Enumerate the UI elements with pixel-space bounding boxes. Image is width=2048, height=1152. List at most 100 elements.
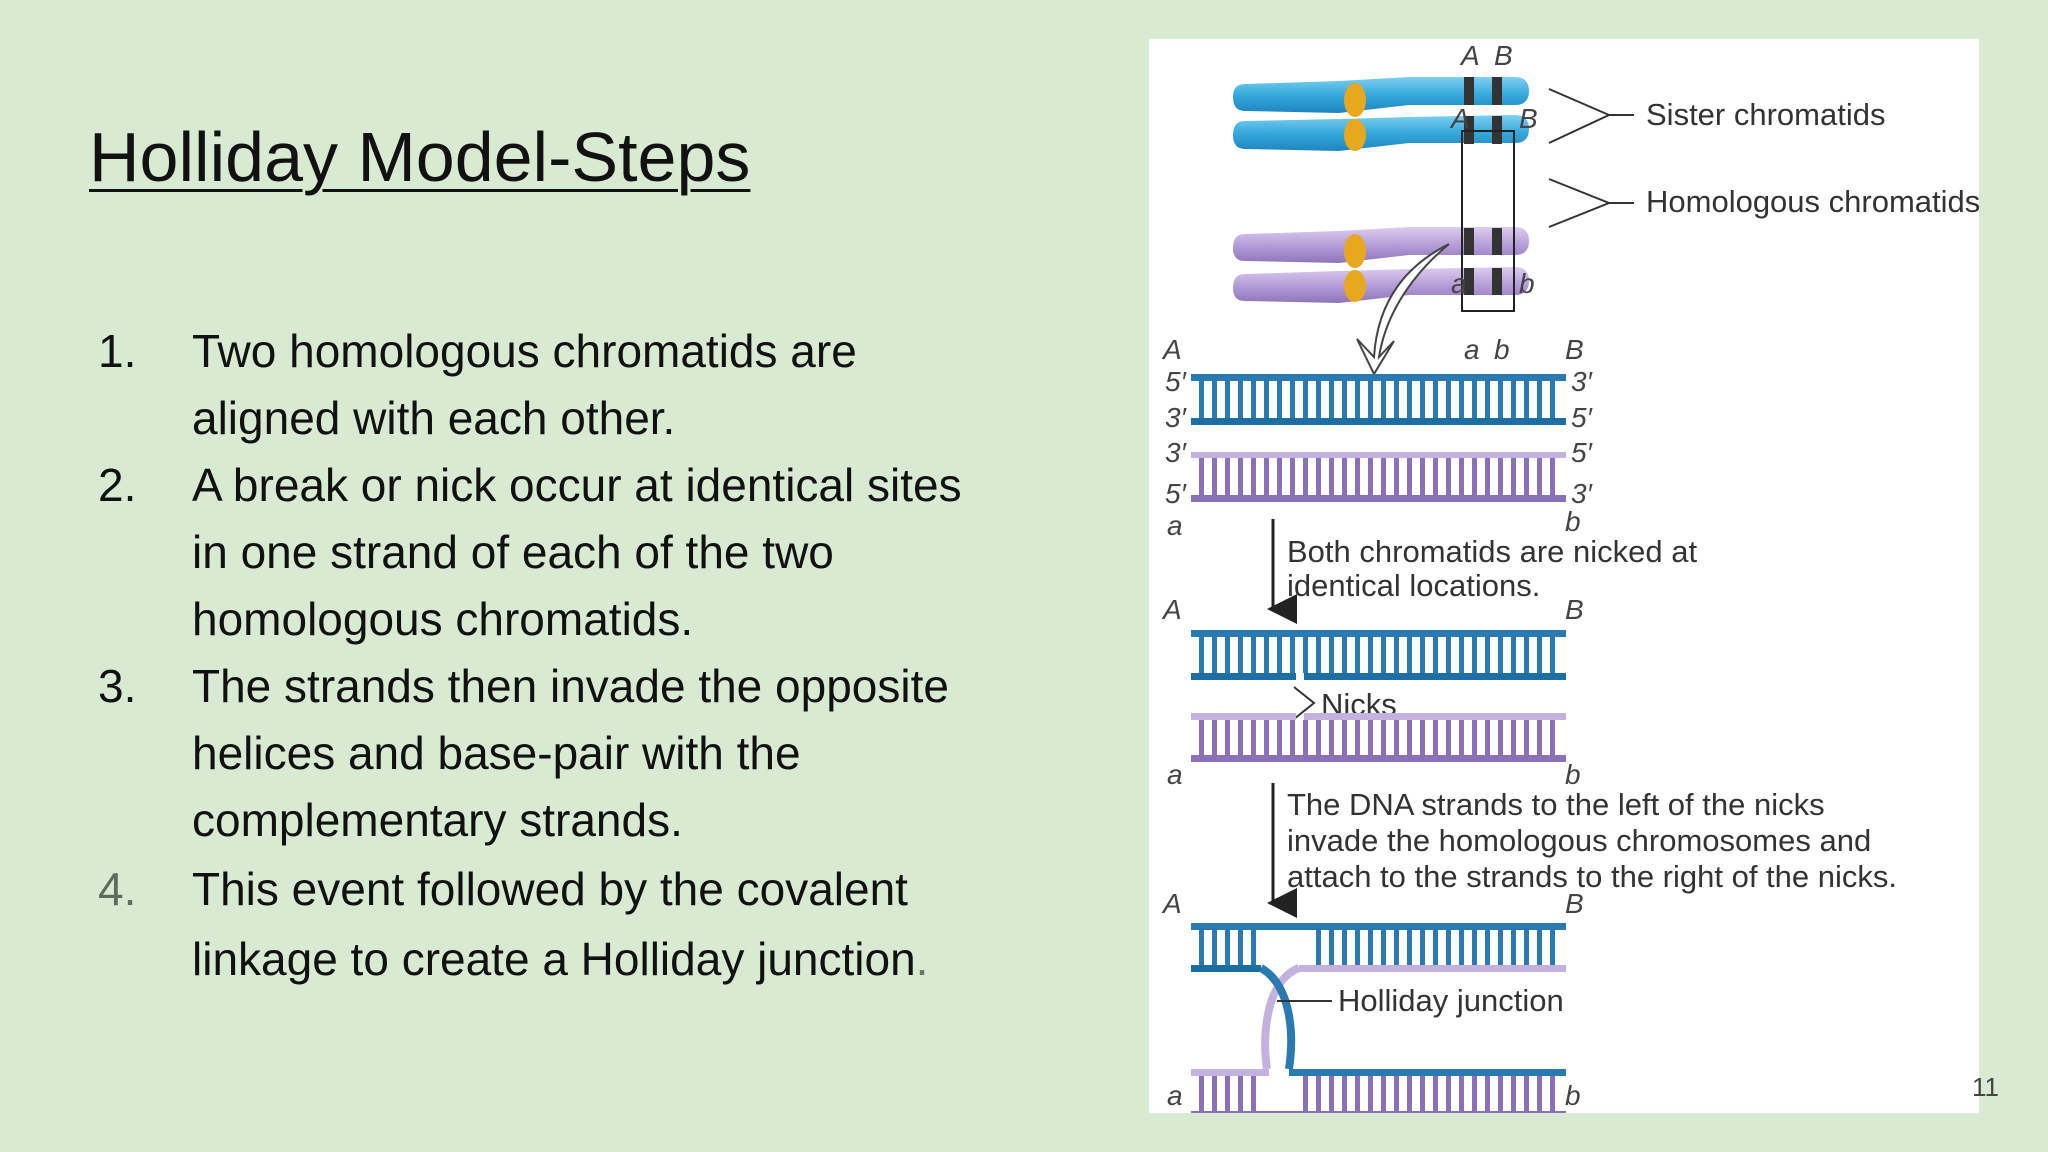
base-pair	[1407, 637, 1412, 673]
centromere	[1344, 119, 1366, 151]
base-pair	[1550, 720, 1555, 755]
homologous-chromatids-label: Homologous chromatids	[1646, 184, 1979, 219]
base-pair	[1329, 637, 1334, 673]
base-pair	[1238, 1076, 1243, 1111]
base-pair	[1446, 381, 1451, 418]
base-pair	[1381, 930, 1386, 965]
base-pair	[1550, 381, 1555, 418]
base-pair	[1381, 1076, 1386, 1111]
base-pair	[1303, 381, 1308, 418]
base-pair	[1199, 637, 1204, 673]
base-pair	[1238, 720, 1243, 755]
crossing-strand-blue	[1258, 964, 1296, 1070]
base-pair	[1199, 930, 1204, 965]
centromere	[1344, 270, 1366, 302]
base-pair	[1277, 637, 1282, 673]
crossing-strand-purple	[1261, 964, 1301, 1070]
step-line: Two homologous chromatids are	[192, 325, 857, 377]
base-pair	[1433, 1076, 1438, 1111]
base-pair	[1394, 720, 1399, 755]
caption-nicked: Both chromatids are nicked at	[1287, 534, 1697, 569]
step-2: 2. A break or nick occur at identical si…	[98, 452, 1058, 653]
allele-A: A	[1449, 103, 1470, 134]
base-pair	[1472, 637, 1477, 673]
allele-a: a	[1167, 759, 1183, 790]
allele-b: b	[1519, 268, 1535, 299]
base-pair	[1511, 637, 1516, 673]
step-line: helices and base-pair with the	[192, 727, 801, 779]
base-pair	[1446, 637, 1451, 673]
purple-duplex-3	[1191, 1069, 1566, 1113]
base-pair	[1433, 637, 1438, 673]
base-pair	[1420, 720, 1425, 755]
base-pair	[1199, 458, 1204, 495]
base-pair	[1277, 720, 1282, 755]
purple-chromatid-bottom	[1233, 267, 1529, 303]
allele-B: B	[1519, 103, 1538, 134]
allele-B: B	[1494, 40, 1513, 71]
allele-b: b	[1565, 506, 1581, 537]
base-pair	[1329, 930, 1334, 965]
base-pair	[1290, 720, 1295, 755]
step-line: A break or nick occur at identical sites	[192, 459, 962, 511]
band	[1492, 77, 1502, 105]
allele-B: B	[1565, 594, 1584, 625]
allele-b: b	[1494, 334, 1510, 365]
curved-arrow	[1356, 243, 1450, 377]
base-pair	[1498, 637, 1503, 673]
blue-chromatid-top	[1233, 77, 1529, 113]
step-line-tail: .	[915, 933, 929, 985]
base-pair	[1394, 637, 1399, 673]
base-pair	[1342, 458, 1347, 495]
base-pair	[1511, 930, 1516, 965]
base-pair	[1199, 1076, 1204, 1111]
base-pair	[1251, 930, 1256, 965]
base-pair	[1485, 720, 1490, 755]
base-pair	[1524, 458, 1529, 495]
base-pair	[1446, 1076, 1451, 1111]
band	[1464, 228, 1474, 255]
base-pair	[1537, 458, 1542, 495]
base-pair	[1472, 458, 1477, 495]
allele-b: b	[1565, 759, 1581, 790]
step-4: 4. This event followed by the covalent l…	[98, 854, 1058, 994]
strand-end: 3′	[1165, 402, 1188, 433]
base-pair	[1459, 381, 1464, 418]
base-pair	[1511, 720, 1516, 755]
base-pair	[1225, 1076, 1230, 1111]
base-pair	[1394, 458, 1399, 495]
blue-duplex-2	[1191, 630, 1566, 680]
step-3: 3. The strands then invade the opposite …	[98, 653, 1058, 854]
base-pair	[1368, 930, 1373, 965]
base-pair	[1264, 381, 1269, 418]
base-pair	[1303, 637, 1308, 673]
base-pair	[1212, 930, 1217, 965]
step-line: The strands then invade the opposite	[192, 660, 949, 712]
base-pair	[1342, 381, 1347, 418]
base-pair	[1316, 458, 1321, 495]
base-pair	[1381, 458, 1386, 495]
base-pair	[1368, 720, 1373, 755]
base-pair	[1485, 930, 1490, 965]
slide-title: Holliday Model-Steps	[89, 118, 751, 196]
base-pair	[1355, 720, 1360, 755]
base-pair	[1446, 458, 1451, 495]
base-pair	[1433, 458, 1438, 495]
base-pair	[1524, 637, 1529, 673]
base-pair	[1511, 381, 1516, 418]
step-number: 2.	[98, 459, 137, 511]
base-pair	[1251, 458, 1256, 495]
band	[1492, 268, 1502, 295]
base-pair	[1251, 1076, 1256, 1111]
base-pair	[1407, 458, 1412, 495]
base-pair	[1550, 637, 1555, 673]
purple-chromosome-pair	[1233, 227, 1529, 303]
base-pairs	[1199, 720, 1555, 755]
holliday-junction-label: Holliday junction	[1338, 983, 1564, 1018]
holliday-diagram: Sister chromatids Homologous chromatids …	[1161, 40, 1979, 1113]
base-pair	[1290, 381, 1295, 418]
base-pair	[1485, 381, 1490, 418]
base-pair	[1225, 458, 1230, 495]
base-pair	[1381, 720, 1386, 755]
base-pair	[1212, 1076, 1217, 1111]
